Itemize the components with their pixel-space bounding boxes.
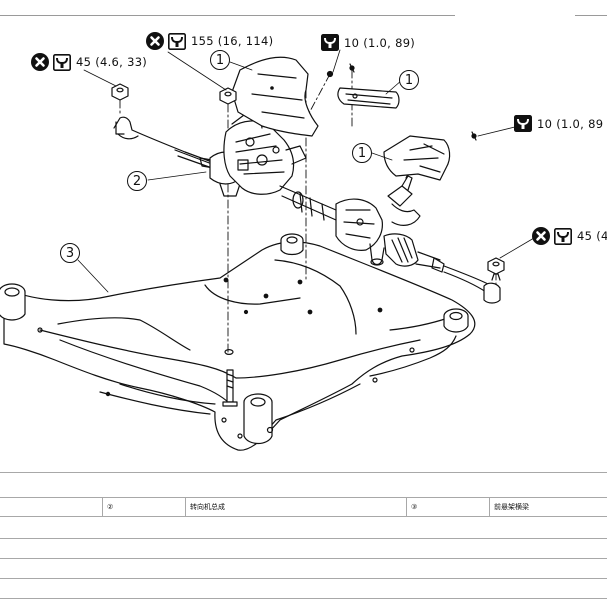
legend-item-number: ③ — [406, 497, 490, 516]
legend-item-number: ② — [102, 497, 186, 516]
diagram-bottom-rule — [0, 472, 607, 473]
table-rule — [0, 578, 607, 579]
parts-legend-table: ② 转向机总成 ③ 前悬架横梁 — [0, 497, 607, 516]
torque-wrench-icon — [554, 227, 572, 245]
callout-steering-gear: 2 — [127, 171, 147, 191]
table-rule — [0, 558, 607, 559]
callout-heat-shield-lower: 1 — [352, 143, 372, 163]
table-rule — [0, 516, 607, 517]
torque-wrench-icon — [514, 115, 532, 132]
legend-item-name: 前悬架横梁 — [489, 497, 607, 516]
torque-wrench-icon — [168, 32, 186, 50]
torque-value: 10 (1.0, 89) — [344, 35, 416, 50]
torque-value: 45 (4.6, 33) — [76, 55, 148, 69]
front-suspension-member — [0, 233, 476, 451]
nuts — [111, 83, 505, 275]
torque-wrench-icon — [53, 53, 71, 71]
callout-suspension-member: 3 — [60, 243, 80, 263]
heat-shields — [231, 56, 451, 181]
torque-value: 10 (1.0, 89 — [537, 116, 604, 131]
do-not-reuse-icon — [532, 227, 550, 245]
torque-label-10-right: 10 (1.0, 89 — [514, 115, 603, 132]
header-rule-left — [0, 15, 455, 16]
table-rule — [0, 538, 607, 539]
table-row: ② 转向机总成 ③ 前悬架横梁 — [0, 497, 607, 516]
torque-value: 155 (16, 114) — [191, 34, 274, 48]
callout-heat-shield-left: 1 — [210, 50, 230, 70]
steering-gear-exploded-diagram — [0, 49, 535, 451]
torque-label-45-right: 45 (4 — [532, 227, 607, 245]
torque-value: 45 (4 — [577, 229, 607, 243]
do-not-reuse-icon — [146, 32, 164, 50]
mount-bolt — [222, 349, 238, 407]
steering-gear-assembly — [113, 63, 501, 304]
header-rule-right — [575, 15, 607, 16]
do-not-reuse-icon — [31, 53, 49, 71]
torque-label-10-top: 10 (1.0, 89) — [321, 34, 415, 51]
legend-item-name: 转向机总成 — [185, 497, 407, 516]
callout-heat-shield-right: 1 — [399, 70, 419, 90]
torque-label-155: 155 (16, 114) — [146, 32, 273, 50]
table-rule — [0, 598, 607, 599]
torque-wrench-icon — [321, 34, 339, 51]
torque-label-45-left: 45 (4.6, 33) — [31, 53, 147, 71]
